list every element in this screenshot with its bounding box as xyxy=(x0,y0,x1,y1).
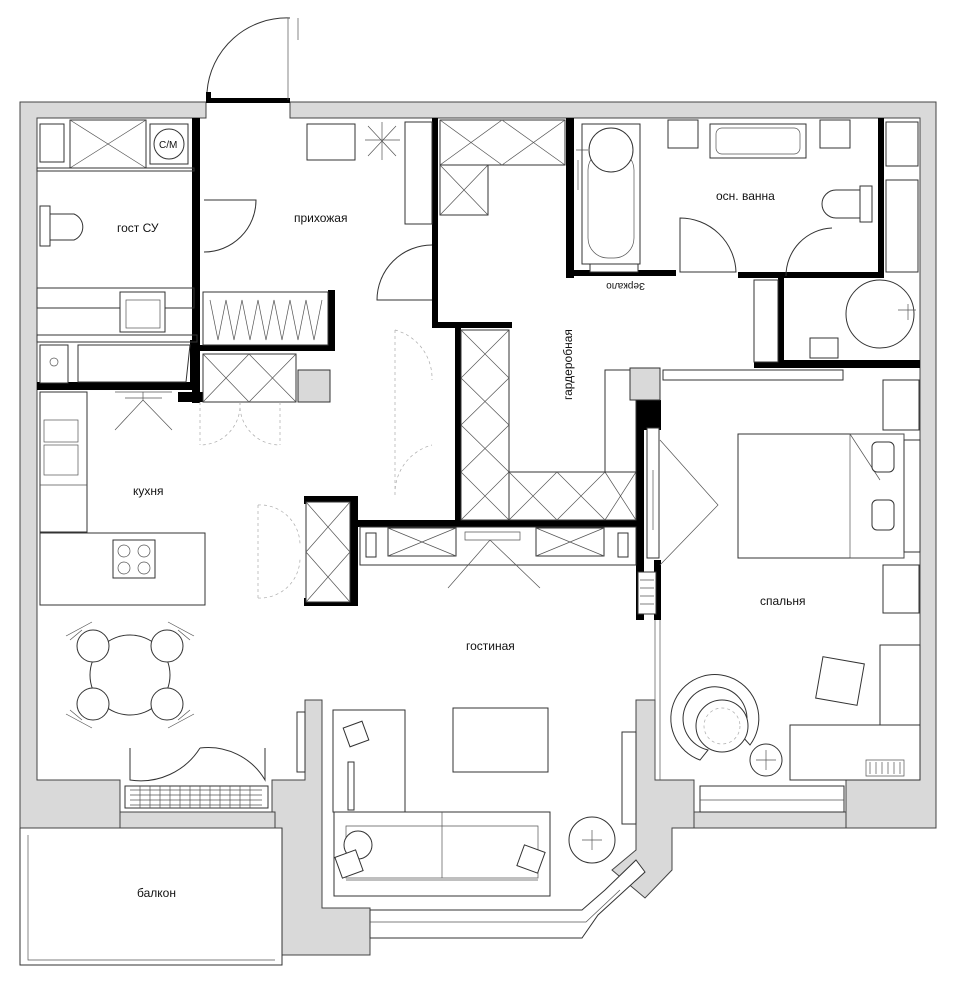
bedroom-label: спальня xyxy=(760,594,806,608)
hallway: прихожая xyxy=(199,17,433,496)
balcony: балкон xyxy=(19,828,283,966)
main-bath-label: осн. ванна xyxy=(716,189,775,203)
balcony-label: балкон xyxy=(137,886,176,900)
washer-label: С/М xyxy=(159,140,177,151)
living-window xyxy=(369,859,646,939)
bedroom: спальня xyxy=(637,369,921,813)
exterior-walls xyxy=(19,101,937,956)
wardrobe: гардеробная xyxy=(439,119,661,521)
hallway-label: прихожая xyxy=(294,211,347,225)
guest-bathroom: С/М гост СУ xyxy=(36,119,198,384)
living-label: гостиная xyxy=(466,639,515,653)
mirror-label: Зеркало xyxy=(606,280,645,291)
kitchen: кухня xyxy=(39,391,301,809)
main-bathroom: Зеркало осн. ванна xyxy=(576,119,919,363)
kitchen-label: кухня xyxy=(133,484,164,498)
guest-wc-label: гост СУ xyxy=(117,221,159,235)
living-room: гостиная xyxy=(296,501,637,897)
wardrobe-label: гардеробная xyxy=(561,329,575,400)
